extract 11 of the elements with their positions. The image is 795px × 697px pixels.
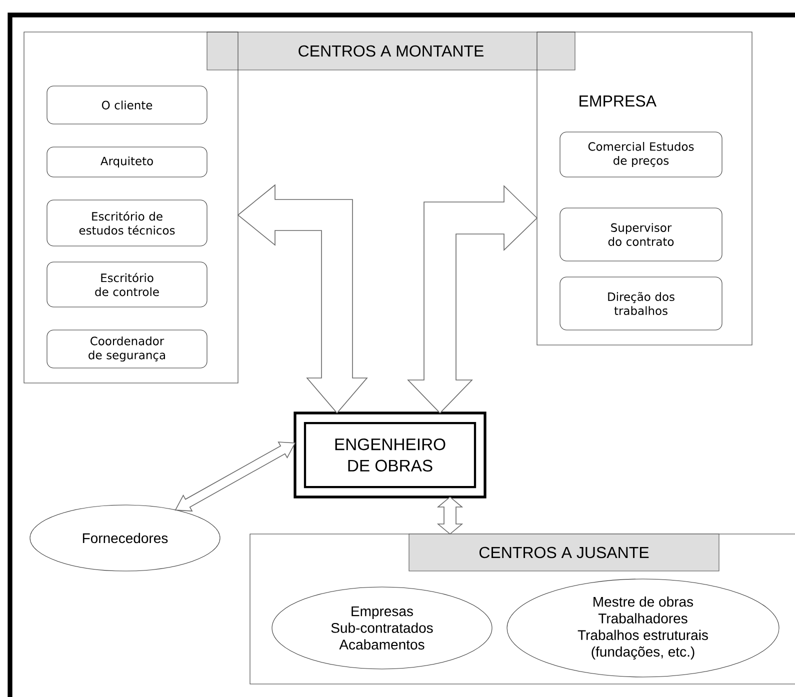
role-box: Coordenador de segurança	[46, 330, 208, 368]
group-box	[24, 32, 238, 384]
role-box: Escritório de estudos técnicos	[46, 200, 208, 246]
role-box: Supervisor do contrato	[560, 208, 722, 262]
heading-band: CENTROS A MONTANTE	[206, 32, 576, 70]
role-box: O cliente	[46, 86, 208, 124]
double-border-box: ENGENHEIRO DE OBRAS	[294, 412, 486, 498]
role-box: Comercial Estudos de preços	[560, 132, 722, 178]
role-box: Escritório de controle	[46, 262, 208, 308]
role-box: Direção dos trabalhos	[560, 276, 722, 330]
role-box: Arquiteto	[46, 146, 208, 178]
